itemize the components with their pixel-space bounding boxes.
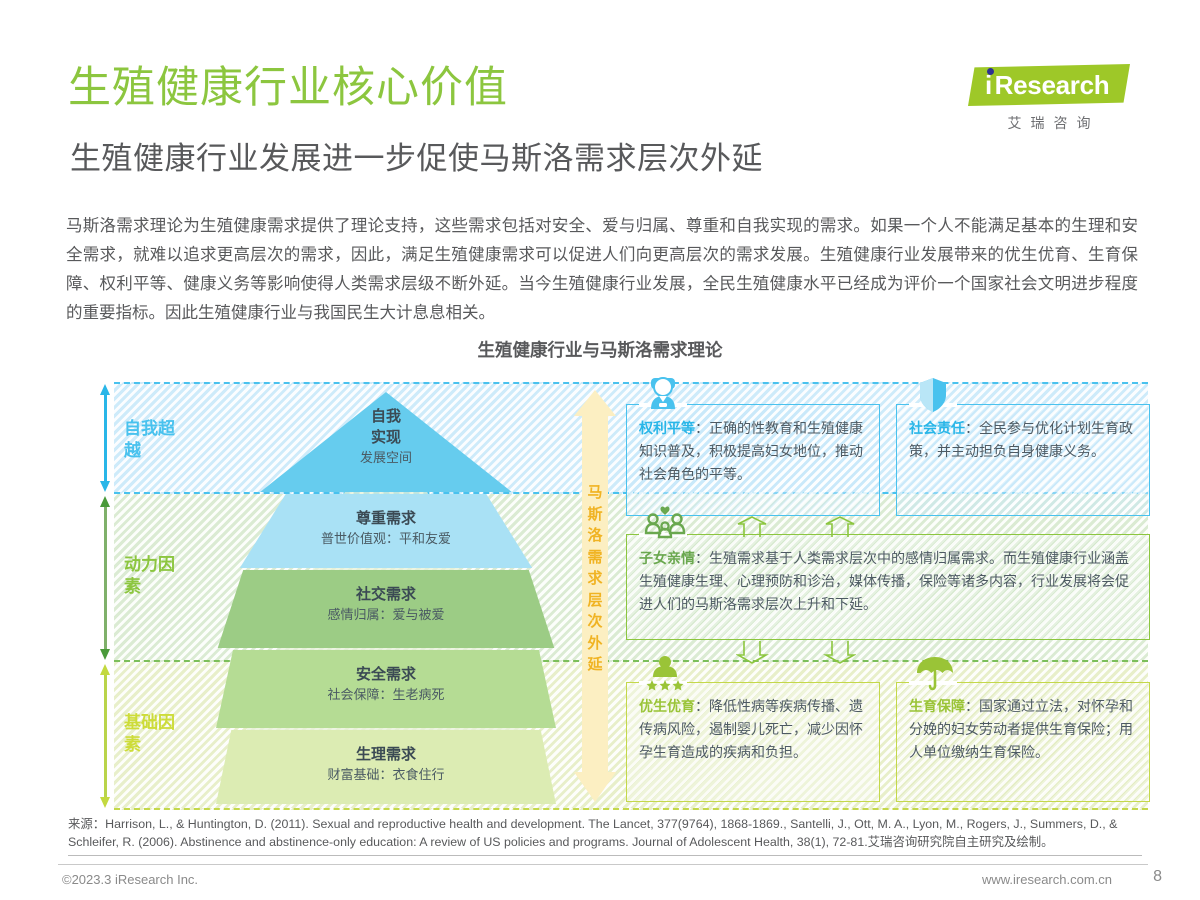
tier3-sub: 感情归属：爱与被爱 [327, 607, 445, 622]
tier1-sub: 发展空间 [359, 450, 412, 465]
footer-copyright: ©2023.3 iResearch Inc. [62, 872, 199, 887]
arrow-label-char: 斯 [587, 505, 603, 523]
arrow-label-char: 洛 [587, 527, 603, 544]
tier3-main: 社交需求 [355, 586, 416, 603]
connector-arrow-down [736, 640, 856, 664]
band-label-self-transcendence: 自我超越 [124, 419, 175, 460]
person-stars-icon [643, 653, 684, 693]
connector-arrow-up [736, 516, 856, 538]
card-text: ：正确的性教育和生殖健康知识普及，积极提高妇女地位，推动社会角色的平等。 [639, 420, 863, 482]
card-rights-equality: 权利平等：正确的性教育和生殖健康知识普及，积极提高妇女地位，推动社会角色的平等。 [626, 377, 880, 516]
pyramid-tier-safety: 安全需求 社会保障：生老病死 [216, 650, 556, 728]
axis-foundation [100, 664, 110, 808]
tier4-main: 安全需求 [355, 666, 416, 683]
footer-website[interactable]: www.iresearch.com.cn [981, 872, 1112, 887]
arrow-label-char: 求 [587, 570, 603, 587]
card-text: ：国家通过立法，对怀孕和分娩的妇女劳动者提供生育保险；用人单位缴纳生育保险。 [909, 698, 1133, 760]
tier1-main: 自我 [370, 408, 401, 425]
arrow-body [582, 412, 608, 774]
tier4-sub: 社会保障：生老病死 [327, 687, 445, 702]
card-maternity-insurance: 生育保障：国家通过立法，对怀孕和分娩的妇女劳动者提供生育保险；用人单位缴纳生育保… [896, 657, 1150, 802]
card-text: ：生殖需求基于人类需求层次中的感情归属需求。而生殖健康行业涵盖生殖健康生理、心理… [639, 550, 1129, 612]
footer-divider [58, 864, 1148, 865]
card-keyword: 社会责任 [909, 420, 965, 436]
maslow-diagram: 自我超越 动力因素 基础因素 自我 实现 发展空间 尊重需求 普世价值观：平和友… [96, 377, 1150, 810]
band-label-foundation: 基础因素 [124, 713, 175, 754]
arrow-label-char: 需 [587, 548, 603, 566]
umbrella-icon [913, 653, 953, 693]
tier5-sub: 财富基础：衣食住行 [327, 767, 445, 782]
arrow-label-char: 外 [587, 634, 603, 652]
card-text: ：降低性病等疾病传播、遗传病风险，遏制婴儿死亡，减少因怀孕生育造成的疾病和负担。 [639, 698, 863, 760]
card-keyword: 生育保障 [909, 698, 965, 714]
card-eugenics: 优生优育：降低性病等疾病传播、遗传病风险，遏制婴儿死亡，减少因怀孕生育造成的疾病… [626, 656, 880, 802]
shield-icon [913, 375, 953, 415]
family-icon [643, 505, 686, 545]
source-note: 来源：Harrison, L., & Huntington, D. (2011)… [68, 816, 1142, 856]
arrow-down-tip-icon [574, 772, 616, 802]
card-family-affection: 子女亲情：生殖需求基于人类需求层次中的感情归属需求。而生殖健康行业涵盖生殖健康生… [626, 506, 1150, 640]
card-text: ：全民参与优化计划生育政策，并主动担负自身健康义务。 [909, 420, 1133, 459]
pyramid-tier-self-actualization: 自我 实现 发展空间 [216, 392, 556, 492]
maslow-pyramid: 自我 实现 发展空间 尊重需求 普世价值观：平和友爱 社交需求 感情归属：爱与被… [216, 382, 556, 810]
maslow-extension-arrow: 马斯洛需求层次外延 [574, 390, 616, 802]
source-label: 来源： [68, 817, 106, 831]
card-social-responsibility: 社会责任：全民参与优化计划生育政策，并主动担负自身健康义务。 [896, 378, 1150, 516]
band-label-motivation: 动力因素 [124, 555, 175, 596]
chart-title: 生殖健康行业与马斯洛需求理论 [477, 340, 723, 360]
card-keyword: 子女亲情 [639, 550, 695, 566]
iresearch-logo: Research i 艾瑞咨询 [968, 64, 1138, 140]
page-title: 生殖健康行业核心价值 [68, 64, 508, 112]
card-keyword: 权利平等 [639, 420, 695, 436]
nurse-icon [643, 375, 683, 415]
tier2-sub: 普世价值观：平和友爱 [320, 531, 451, 546]
card-keyword: 优生优育 [639, 698, 695, 714]
arrow-label-char: 次 [587, 613, 603, 630]
arrow-label-char: 层 [587, 591, 603, 609]
pyramid-tier-social: 社交需求 感情归属：爱与被爱 [216, 570, 556, 648]
arrow-label-char: 延 [587, 656, 603, 673]
logo-i-letter: i [985, 70, 993, 100]
source-text: Harrison, L., & Huntington, D. (2011). S… [68, 817, 1118, 849]
logo-text: Research [994, 69, 1110, 100]
pyramid-tier-physiological: 生理需求 财富基础：衣食住行 [216, 730, 556, 804]
axis-motivation [100, 496, 110, 660]
logo-badge: Research [968, 64, 1130, 106]
axis-self-transcendence [100, 384, 110, 492]
body-paragraph: 马斯洛需求理论为生殖健康需求提供了理论支持，这些需求包括对安全、爱与归属、尊重和… [66, 217, 1138, 322]
tier1-main2: 实现 [370, 429, 401, 446]
tier2-main: 尊重需求 [355, 510, 416, 527]
pyramid-tier-esteem: 尊重需求 普世价值观：平和友爱 [216, 494, 556, 568]
page-subtitle: 生殖健康行业发展进一步促使马斯洛需求层次外延 [70, 141, 763, 176]
logo-chinese-name: 艾瑞咨询 [1007, 115, 1100, 131]
arrow-label-char: 马 [587, 484, 603, 501]
footer-page-number: 8 [1153, 868, 1162, 885]
logo-dot-icon [987, 68, 994, 75]
arrow-label: 马斯洛需求层次外延 [574, 482, 616, 676]
tier5-main: 生理需求 [355, 746, 416, 763]
